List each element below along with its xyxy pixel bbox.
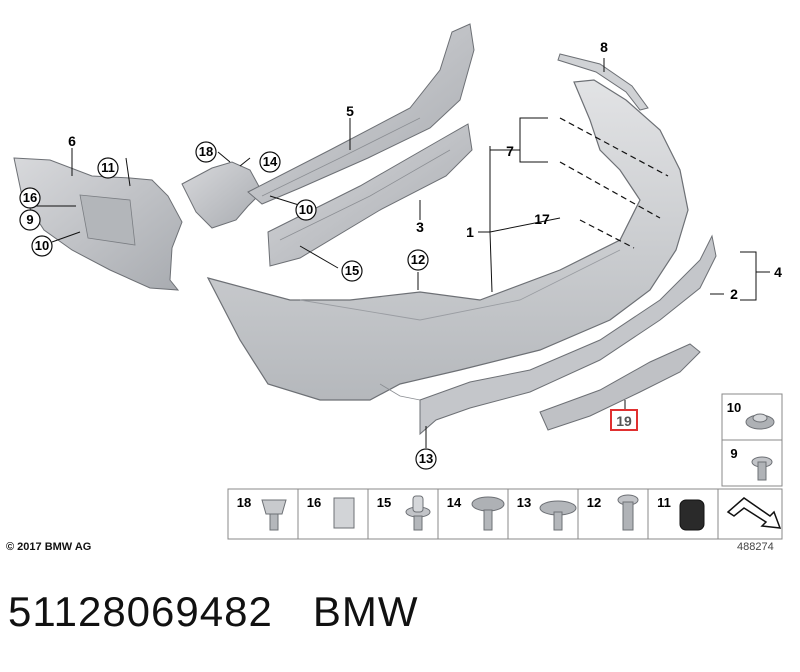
plain-labels: 6 5 3 8 7 1 17 4 2: [68, 39, 782, 302]
orientation-arrow-icon: [726, 497, 782, 529]
part-number: 51128069482: [8, 588, 273, 635]
label-7: 7: [506, 143, 514, 159]
strip-label-11: 11: [657, 495, 671, 510]
brand-name: BMW: [312, 588, 419, 635]
callout-10-b: 10: [295, 199, 317, 221]
side-hardware-box: 10 9: [721, 393, 783, 487]
svg-text:10: 10: [299, 202, 313, 217]
label-2: 2: [730, 286, 738, 302]
svg-text:12: 12: [411, 252, 425, 267]
strip-label-16: 16: [307, 495, 321, 510]
label-4: 4: [774, 264, 782, 280]
callout-15: 15: [341, 260, 363, 282]
callout-13: 13: [415, 448, 437, 470]
svg-text:19: 19: [616, 413, 632, 429]
callout-12: 12: [407, 249, 429, 271]
svg-text:14: 14: [263, 154, 278, 169]
parts-diagram: 11 16 9 10 18 14 10 15: [13, 23, 783, 540]
callout-19-highlight: 19: [610, 409, 638, 431]
part-3-carrier: [267, 123, 473, 267]
part-bracket-small: [181, 161, 263, 229]
callout-16: 16: [19, 187, 41, 209]
strip-label-12: 12: [587, 495, 601, 510]
label-17: 17: [534, 211, 550, 227]
label-5: 5: [346, 103, 354, 119]
label-8: 8: [600, 39, 608, 55]
svg-text:9: 9: [26, 212, 33, 227]
strip-label-15: 15: [377, 495, 391, 510]
part-19-insert: [539, 343, 701, 431]
label-6: 6: [68, 133, 76, 149]
strip-label-18: 18: [237, 495, 251, 510]
callout-9: 9: [19, 209, 41, 231]
leader-lines: [30, 58, 770, 448]
part-5-carrier: [247, 23, 475, 205]
part-4-diffuser: [419, 234, 717, 436]
strip-label-14: 14: [447, 495, 462, 510]
side-label-10: 10: [727, 400, 741, 415]
svg-text:11: 11: [101, 160, 115, 175]
part-1-bumper-panel: [206, 79, 689, 401]
side-label-9: 9: [730, 446, 737, 461]
callout-10-a: 10: [31, 235, 53, 257]
svg-text:18: 18: [199, 144, 213, 159]
label-1: 1: [466, 224, 474, 240]
label-3: 3: [416, 219, 424, 235]
svg-text:10: 10: [35, 238, 49, 253]
strip-label-13: 13: [517, 495, 531, 510]
dashed-guides: [559, 117, 669, 249]
copyright-notice: © 2017 BMW AG: [6, 541, 92, 553]
parts-strip: 18 16 15 14 13 12 11: [227, 488, 783, 540]
callout-18: 18: [195, 141, 217, 163]
svg-text:15: 15: [345, 263, 359, 278]
callout-11: 11: [97, 157, 119, 179]
callout-circles: 11 16 9 10 18 14 10 15: [19, 141, 437, 470]
svg-text:16: 16: [23, 190, 37, 205]
drawing-number: 488274: [737, 541, 774, 553]
callout-14: 14: [259, 151, 281, 173]
svg-text:13: 13: [419, 451, 433, 466]
part-8-trim: [557, 53, 649, 111]
caption: 51128069482 BMW: [8, 588, 418, 636]
